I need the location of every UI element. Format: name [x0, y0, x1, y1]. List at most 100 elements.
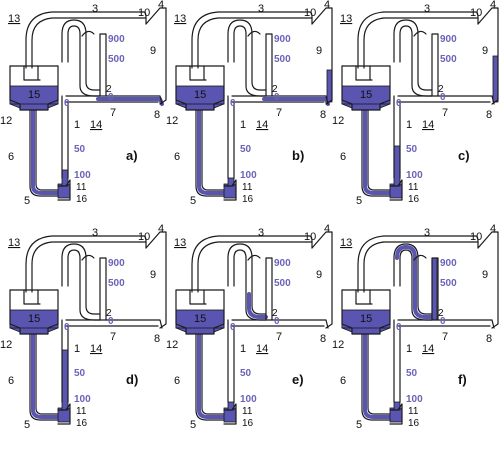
label-10: 10 — [304, 231, 316, 243]
label-1: 1 — [240, 343, 246, 355]
scale-zero-upper: 0 — [440, 92, 446, 103]
scale-riser-tube — [431, 33, 439, 97]
scale-500: 500 — [440, 278, 457, 289]
riser-liquid — [431, 257, 438, 321]
scale-riser-tube — [431, 257, 439, 321]
scale-zero-lower: 0 — [64, 322, 70, 333]
label-4: 4 — [158, 223, 164, 235]
label-3: 3 — [92, 3, 98, 15]
label-4: 4 — [324, 223, 330, 235]
label-15: 15 — [28, 89, 40, 101]
label-2: 2 — [438, 84, 444, 95]
label-5: 5 — [190, 419, 196, 431]
label-7: 7 — [110, 331, 116, 343]
scale-zero-upper: 0 — [274, 92, 280, 103]
label-10: 10 — [470, 7, 482, 19]
scale-100: 100 — [240, 394, 257, 405]
scale-zero-lower: 0 — [64, 98, 70, 109]
label-14: 14 — [90, 343, 102, 355]
label-8: 8 — [486, 109, 492, 121]
label-15: 15 — [28, 313, 40, 325]
scale-100: 100 — [74, 170, 91, 181]
scale-500: 500 — [274, 54, 291, 65]
label-7: 7 — [276, 331, 282, 343]
scale-900: 900 — [440, 34, 457, 45]
label-5: 5 — [356, 419, 362, 431]
panel-letter: f) — [458, 372, 467, 387]
label-11: 11 — [408, 406, 419, 417]
label-13: 13 — [8, 237, 20, 249]
label-11: 11 — [242, 182, 253, 193]
label-8: 8 — [154, 109, 160, 121]
label-15: 15 — [360, 89, 372, 101]
scale-100: 100 — [240, 170, 257, 181]
liquid-fill-group — [175, 292, 268, 423]
label-5: 5 — [24, 419, 30, 431]
scale-zero-lower: 0 — [396, 98, 402, 109]
scale-900: 900 — [274, 34, 291, 45]
label-9: 9 — [150, 45, 156, 57]
label-1: 1 — [240, 119, 246, 131]
label-14: 14 — [422, 119, 434, 131]
capillary-liquid — [61, 349, 69, 411]
right-tube-liquid — [326, 69, 333, 103]
label-16: 16 — [76, 194, 88, 205]
label-13: 13 — [174, 13, 186, 25]
scale-100: 100 — [406, 170, 423, 181]
label-7: 7 — [110, 107, 116, 119]
scale-50: 50 — [406, 368, 418, 379]
capillary-liquid — [393, 145, 401, 187]
label-10: 10 — [138, 231, 150, 243]
label-9: 9 — [150, 269, 156, 281]
label-13: 13 — [174, 237, 186, 249]
label-9: 9 — [316, 45, 322, 57]
scale-500: 500 — [440, 54, 457, 65]
label-15: 15 — [360, 313, 372, 325]
scale-zero-upper: 0 — [440, 316, 446, 327]
label-9: 9 — [316, 269, 322, 281]
scale-50: 50 — [406, 144, 418, 155]
label-3: 3 — [424, 227, 430, 239]
scale-900: 900 — [108, 34, 125, 45]
label-2: 2 — [272, 308, 278, 319]
label-6: 6 — [174, 375, 180, 387]
label-4: 4 — [490, 223, 496, 235]
label-6: 6 — [174, 151, 180, 163]
label-15: 15 — [194, 89, 206, 101]
label-11: 11 — [408, 182, 419, 193]
scale-500: 500 — [108, 54, 125, 65]
label-5: 5 — [190, 195, 196, 207]
scale-900: 900 — [440, 258, 457, 269]
label-12: 12 — [332, 115, 344, 127]
scale-riser-tube — [265, 257, 273, 321]
label-8: 8 — [486, 333, 492, 345]
scale-900: 900 — [108, 258, 125, 269]
label-13: 13 — [340, 13, 352, 25]
panel-letter: c) — [458, 148, 470, 163]
label-14: 14 — [90, 119, 102, 131]
label-14: 14 — [256, 343, 268, 355]
label-12: 12 — [0, 115, 12, 127]
label-1: 1 — [406, 343, 412, 355]
label-16: 16 — [408, 418, 420, 429]
label-1: 1 — [406, 119, 412, 131]
label-5: 5 — [24, 195, 30, 207]
label-8: 8 — [320, 333, 326, 345]
label-12: 12 — [0, 339, 12, 351]
label-7: 7 — [442, 331, 448, 343]
label-16: 16 — [76, 418, 88, 429]
label-7: 7 — [442, 107, 448, 119]
label-3: 3 — [424, 3, 430, 15]
label-1: 1 — [74, 119, 80, 131]
scale-riser-tube — [265, 33, 273, 97]
scale-zero-upper: 0 — [108, 316, 114, 327]
label-15: 15 — [194, 313, 206, 325]
label-13: 13 — [340, 237, 352, 249]
label-6: 6 — [8, 151, 14, 163]
label-12: 12 — [166, 339, 178, 351]
scale-riser-tube — [99, 33, 107, 97]
label-16: 16 — [408, 194, 420, 205]
